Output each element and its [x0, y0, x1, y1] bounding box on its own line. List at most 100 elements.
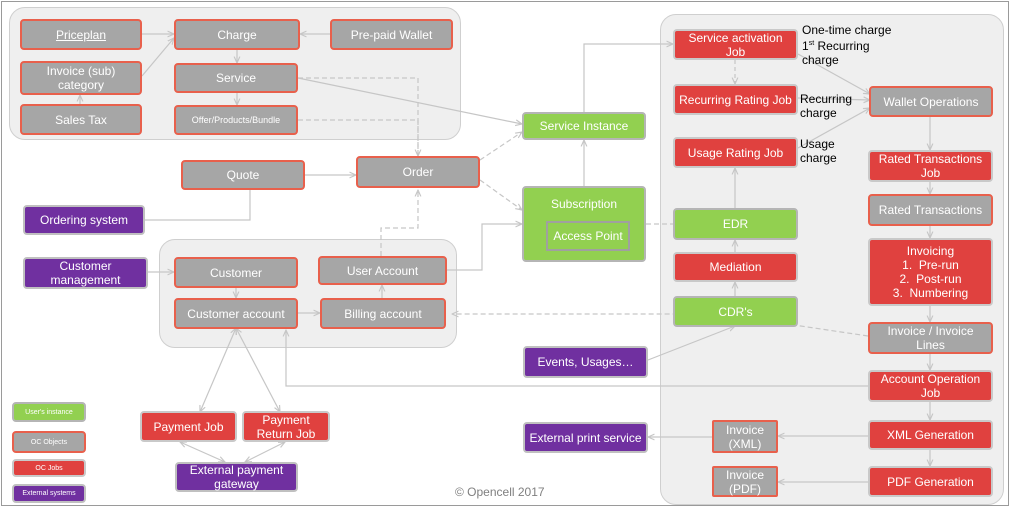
- legend-external-systems-label: External systems: [22, 490, 76, 497]
- edge-invoicelines-billing: [452, 314, 869, 337]
- one-time-charge-text: One-time charge: [802, 23, 892, 37]
- payment-return-job-node[interactable]: Payment Return Job: [242, 411, 330, 442]
- edge-activation-wallet: [797, 53, 870, 94]
- legend-oc-jobs: OC Jobs: [12, 459, 86, 477]
- invoicing-node[interactable]: Invoicing 1. Pre-run 2. Post-run 3. Numb…: [868, 238, 993, 306]
- ordering-system-node[interactable]: Ordering system: [23, 205, 145, 235]
- pdf-generation-node[interactable]: PDF Generation: [868, 466, 993, 497]
- service-activation-job-node[interactable]: Service activation Job: [673, 29, 798, 60]
- edge-offer-order: [298, 119, 418, 156]
- offer-products-bundle-node[interactable]: Offer/Products/Bundle: [174, 105, 298, 135]
- charge-node[interactable]: Charge: [174, 19, 300, 50]
- quote-label: Quote: [226, 168, 260, 182]
- order-node[interactable]: Order: [356, 156, 480, 188]
- customer-node[interactable]: Customer: [174, 257, 298, 288]
- external-print-service-label: External print service: [529, 430, 642, 445]
- priceplan-node[interactable]: Priceplan: [20, 19, 142, 50]
- external-payment-gateway-label: External payment gateway: [189, 463, 284, 491]
- recurring-rating-job-node[interactable]: Recurring Rating Job: [673, 84, 798, 115]
- legend-users-instance: User's instance: [12, 402, 86, 422]
- usage-rating-job-node[interactable]: Usage Rating Job: [673, 137, 798, 168]
- customer-account-node[interactable]: Customer account: [174, 298, 298, 329]
- rated-transactions-label: Rated Transactions: [878, 203, 983, 217]
- legend-oc-jobs-label: OC Jobs: [35, 464, 63, 472]
- order-label: Order: [402, 165, 434, 179]
- billing-account-node[interactable]: Billing account: [320, 298, 446, 329]
- billing-account-label: Billing account: [344, 306, 422, 321]
- sales-tax-node[interactable]: Sales Tax: [20, 104, 142, 135]
- legend-external-systems: External systems: [12, 484, 86, 503]
- invoicing-step-3: 3. Numbering: [892, 286, 969, 300]
- edge-accountop-custaccount: [286, 330, 868, 387]
- prepaid-wallet-node[interactable]: Pre-paid Wallet: [330, 19, 453, 50]
- rated-transactions-job-label: Rated Transactions Job: [878, 152, 983, 180]
- edge-custaccount-paymentjob: [200, 328, 236, 412]
- pdf-generation-label: PDF Generation: [887, 474, 974, 489]
- customer-label: Customer: [209, 265, 262, 280]
- service-node[interactable]: Service: [174, 63, 298, 93]
- external-payment-gateway-node[interactable]: External payment gateway: [175, 462, 298, 492]
- invoice-xml-document[interactable]: Invoice (XML): [712, 420, 778, 453]
- xml-generation-label: XML Generation: [887, 428, 974, 442]
- legend-users-instance-label: User's instance: [25, 408, 73, 416]
- offer-products-bundle-label: Offer/Products/Bundle: [191, 115, 281, 125]
- invoice-pdf-document[interactable]: Invoice (PDF): [712, 466, 778, 497]
- mediation-node[interactable]: Mediation: [673, 252, 798, 282]
- invoice-lines-node[interactable]: Invoice / Invoice Lines: [868, 322, 993, 354]
- edge-service-order: [298, 77, 419, 156]
- recurring-rating-job-label: Recurring Rating Job: [679, 92, 792, 107]
- invoicing-step-1: 1. Pre-run: [902, 258, 959, 272]
- invoicing-title: Invoicing: [906, 244, 955, 258]
- edge-returnjob-gateway: [245, 442, 285, 462]
- customer-management-node[interactable]: Customer management: [23, 257, 148, 289]
- access-point-label: Access Point: [553, 228, 623, 243]
- rated-transactions-job-node[interactable]: Rated Transactions Job: [868, 150, 993, 182]
- payment-job-label: Payment Job: [153, 419, 224, 434]
- quote-node[interactable]: Quote: [181, 160, 305, 190]
- wallet-operations-label: Wallet Operations: [883, 94, 979, 109]
- usage-charge-line1: Usage: [800, 137, 835, 151]
- external-print-service-node[interactable]: External print service: [523, 422, 648, 453]
- events-usages-node[interactable]: Events, Usages…: [523, 346, 648, 378]
- edge-service-serviceinstance: [297, 77, 522, 124]
- account-operation-job-node[interactable]: Account Operation Job: [868, 370, 993, 402]
- invoice-subcategory-label: Invoice (sub) category: [46, 64, 116, 92]
- edge-useraccount-subscription: [447, 224, 522, 271]
- cdrs-node[interactable]: CDR's: [673, 296, 798, 327]
- first-recurring-rest: Recurring: [814, 39, 870, 53]
- invoicing-step-2: 2. Post-run: [899, 272, 962, 286]
- rated-transactions-node[interactable]: Rated Transactions: [868, 194, 993, 226]
- edge-serviceinstance-activation: [583, 44, 673, 112]
- access-point-node[interactable]: Access Point: [546, 221, 630, 251]
- edr-node[interactable]: EDR: [673, 208, 798, 240]
- payment-job-node[interactable]: Payment Job: [140, 411, 237, 442]
- service-instance-node[interactable]: Service Instance: [522, 112, 646, 140]
- edge-custaccount-returnjob: [236, 328, 280, 412]
- recurring-charge-line1: Recurring: [800, 92, 853, 106]
- edge-events-cdrs: [647, 326, 735, 361]
- sales-tax-label: Sales Tax: [55, 112, 107, 127]
- invoice-lines-label: Invoice / Invoice Lines: [887, 324, 974, 352]
- wallet-operations-node[interactable]: Wallet Operations: [869, 86, 993, 117]
- copyright-text: © Opencell 2017: [455, 485, 545, 499]
- usage-charge-annotation: Usage charge: [800, 137, 837, 165]
- usage-rating-job-label: Usage Rating Job: [687, 145, 784, 160]
- xml-generation-node[interactable]: XML Generation: [868, 420, 993, 450]
- invoice-xml-label: Invoice (XML): [725, 422, 765, 451]
- subscription-node[interactable]: Subscription Access Point: [522, 186, 646, 262]
- events-usages-label: Events, Usages…: [537, 355, 634, 369]
- edge-invoicecat-charge: [141, 38, 174, 77]
- mediation-label: Mediation: [709, 260, 762, 274]
- customer-account-label: Customer account: [187, 306, 285, 321]
- invoice-subcategory-node[interactable]: Invoice (sub) category: [20, 61, 142, 95]
- charge-label: Charge: [217, 27, 257, 42]
- edge-order-serviceinstance: [479, 132, 522, 161]
- recurring-charge-line2: charge: [800, 106, 837, 120]
- edge-order-subscription: [479, 179, 522, 210]
- cdrs-label: CDR's: [718, 304, 753, 319]
- account-operation-job-label: Account Operation Job: [880, 372, 981, 400]
- user-account-node[interactable]: User Account: [318, 256, 447, 285]
